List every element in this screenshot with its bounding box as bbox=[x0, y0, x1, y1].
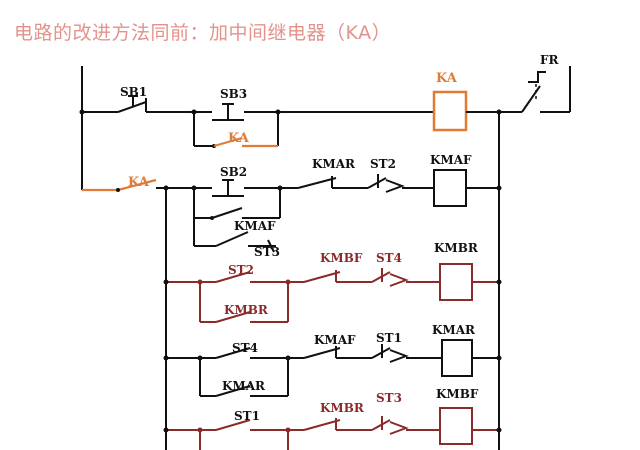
label-kmar-hold: KMAR bbox=[222, 379, 266, 393]
label-ka-hold: KA bbox=[228, 131, 250, 146]
label-st2-r2: ST2 bbox=[370, 157, 396, 171]
label-kmbr-r5: KMBR bbox=[320, 401, 365, 415]
sb1-contact bbox=[117, 95, 147, 113]
rung-4 bbox=[163, 339, 502, 397]
kmaf-nc-contact-r4 bbox=[303, 346, 372, 359]
kmaf-coil bbox=[433, 169, 467, 207]
kmar-nc-contact-r2 bbox=[297, 176, 368, 189]
ka-coil bbox=[432, 90, 468, 132]
st1-nc-contact-r4 bbox=[371, 344, 442, 363]
label-ka-coil: KA bbox=[436, 71, 458, 86]
label-kmbf-r3: KMBF bbox=[320, 251, 363, 265]
rung-5 bbox=[163, 407, 502, 450]
label-kmar-coil: KMAR bbox=[432, 323, 476, 337]
label-st4-r4: ST4 bbox=[232, 341, 258, 355]
diagram-title: 电路的改进方法同前：加中间继电器（KA） bbox=[14, 22, 392, 44]
label-kmaf-coil: KMAF bbox=[430, 153, 472, 167]
fr-contact bbox=[521, 71, 570, 113]
kmar-coil bbox=[441, 339, 473, 377]
rung-2 bbox=[82, 169, 502, 450]
sb3-contact bbox=[194, 103, 278, 121]
st4-contact-r4 bbox=[200, 347, 288, 359]
kmbr-hold-contact bbox=[215, 311, 288, 323]
st3-nc-contact-r5 bbox=[371, 416, 440, 435]
label-ka-contact: KA bbox=[128, 175, 150, 190]
st1-contact-r5 bbox=[200, 419, 288, 431]
st2-nc-contact-r2 bbox=[367, 174, 434, 193]
kmaf-hold-contact bbox=[215, 231, 276, 253]
label-st3-r5: ST3 bbox=[376, 391, 402, 405]
st4-nc-contact-r3 bbox=[371, 268, 440, 287]
label-st2-r3: ST2 bbox=[228, 263, 254, 277]
label-st3-r2: ST3 bbox=[254, 245, 280, 259]
kmbr-nc-contact-r5 bbox=[303, 418, 372, 431]
label-kmaf-hold: KMAF bbox=[234, 219, 276, 233]
label-kmbr-coil: KMBR bbox=[434, 241, 479, 255]
label-kmar-r2: KMAR bbox=[312, 157, 356, 171]
rung-3 bbox=[163, 263, 502, 323]
label-sb3: SB3 bbox=[220, 87, 247, 101]
label-st4-r3: ST4 bbox=[376, 251, 402, 265]
kmbf-coil bbox=[439, 407, 473, 445]
sb2-contact bbox=[194, 179, 280, 197]
st2-contact-r3 bbox=[200, 271, 288, 283]
label-sb1: SB1 bbox=[120, 85, 147, 99]
ka-contact bbox=[116, 178, 157, 192]
rung-1 bbox=[79, 71, 570, 148]
kmbr-coil bbox=[439, 263, 473, 301]
label-fr: FR bbox=[540, 53, 560, 67]
kmar-hold-contact bbox=[215, 385, 288, 397]
label-sb2: SB2 bbox=[220, 165, 247, 179]
label-st1-r5: ST1 bbox=[234, 409, 260, 423]
label-kmbf-coil: KMBF bbox=[436, 387, 479, 401]
ka-hold-contact bbox=[212, 136, 278, 148]
label-st1-r4: ST1 bbox=[376, 331, 402, 345]
label-kmbr-hold: KMBR bbox=[224, 303, 269, 317]
kmbf-nc-contact-r3 bbox=[303, 270, 372, 283]
label-kmaf-r4: KMAF bbox=[314, 333, 356, 347]
